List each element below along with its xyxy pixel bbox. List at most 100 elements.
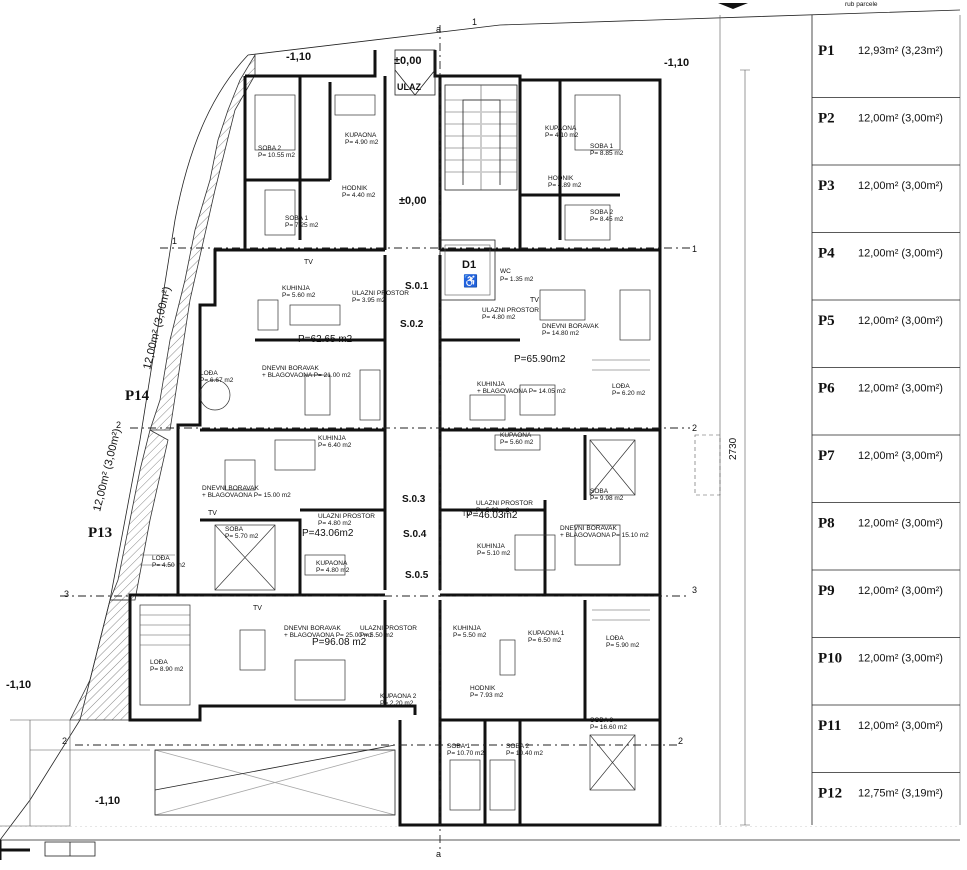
room-area: P= 5.60 m2 [282,292,316,299]
axis-a-top: a [436,24,441,34]
parking-area: 12,00m² (3,00m²) [858,113,943,125]
room-name: DNEVNI BORAVAK [284,625,341,632]
room-name: DNEVNI BORAVAK [262,365,319,372]
room-name: ULAZNI PROSTOR [352,290,409,297]
parking-area: 12,00m² (3,00m²) [858,585,943,597]
room-area: P= 5.10 m2 [477,550,511,557]
parking-dividers [812,97,960,773]
section-2-left: 2 [62,736,67,746]
grid-left-1: 1 [172,236,177,246]
room-area: P= 7.93 m2 [470,692,504,699]
room-name: KUHINJA [282,285,310,292]
room-name: ULAZNI PROSTOR [360,625,417,632]
parking-column [694,3,961,826]
room-area: P= 3.95 m2 [352,297,386,304]
room-area: P= 5.50 m2 [453,632,487,639]
parking-id: P2 [818,111,835,127]
parking-area: 12,00m² (3,00m²) [858,518,943,530]
room-area: P= 5.90 m2 [476,507,510,514]
parking-area: 12,75m² (3,19m²) [858,788,943,800]
grid-left-2: 2 [116,420,121,430]
parcel-boundary-label: rub parcele [845,1,878,8]
d1-label: D1 [462,259,476,271]
room-name: DNEVNI BORAVAK [202,485,259,492]
room-area: + BLAGOVAONA P= 15.10 m2 [560,532,649,539]
grid-right-1: 1 [692,244,697,254]
room-area: P= 4.80 m2 [482,314,516,321]
parking-id: P3 [818,178,835,194]
room-name: KUHINJA [453,625,481,632]
axis-1-marker: 1 [472,17,477,27]
tv-label: TV [530,297,539,304]
apartment-totals: P=62.65 m2P=65.90m2P=43.06m2P=46.03m2P=9… [298,334,566,648]
dimension-total: 2730 [728,437,739,460]
room-name: DNEVNI BORAVAK [542,323,599,330]
sloped-terrain [0,53,256,857]
level-entry: ±0,00 [394,55,421,67]
room-name: LOĐA [200,370,218,377]
level-ne: -1,10 [664,57,689,69]
room-name: SOBA 2 [506,743,530,750]
d1-wc-name: WC [500,268,511,275]
parking-area: 12,00m² (3,00m²) [858,315,943,327]
grid-right-2: 2 [692,423,697,433]
accessible-icon: ♿ [463,274,478,288]
parking-id: P5 [818,313,835,329]
room-area: P= 10.55 m2 [258,152,295,159]
room-area: P= 10.40 m2 [506,750,543,757]
grid-left-3: 3 [64,589,69,599]
room-name: KUPAONA [316,560,348,567]
room-name: DNEVNI BORAVAK [560,525,617,532]
room-name: SOBA [225,526,244,533]
room-area: + BLAGOVAONA P= 25.00 m2 [284,632,373,639]
room-area: P= 4.40 m2 [342,192,376,199]
space-s04: S.0.4 [403,529,427,540]
parking-id: P14 [125,388,150,404]
parking-area: 12,00m² (3,00m²) [858,248,943,260]
room-name: KUHINJA [477,543,505,550]
site-boundary [0,9,961,860]
apartment-total: P=96.08 m2 [312,637,367,648]
site-labels: rub parcele a a 1 -1,10 -1,10 ±0,00 ±0,0… [6,1,878,859]
parking-id: P9 [818,583,835,599]
room-name: SOBA 2 [258,145,282,152]
level-garage: -1,10 [95,795,120,807]
room-area: P= 16.60 m2 [590,724,627,731]
parking-id: P6 [818,381,835,397]
room-name: KUHINJA [318,435,346,442]
room-name: HODNIK [342,185,368,192]
parking-id: P7 [818,448,835,464]
room-name: LOĐA [612,383,630,390]
parking-id: P11 [818,718,841,734]
parking-area: 12,00m² (3,00m²) [858,450,943,462]
room-name: ULAZNI PROSTOR [482,307,539,314]
room-area: P= 5.70 m2 [225,533,259,540]
room-area: P= 4.80 m2 [318,520,352,527]
parking-area: 12,93m² (3,23m²) [858,45,943,57]
room-name: LOĐA [152,555,170,562]
common-space-labels: S.0.1 S.0.2 S.0.3 S.0.4 S.0.5 D1 ♿ WC P=… [400,259,534,581]
room-name: ULAZNI PROSTOR [476,500,533,507]
room-area: P= 4.50 m2 [152,562,186,569]
tv-label: TV [208,510,217,517]
furniture [139,94,651,811]
tv-label: TV [304,259,313,266]
room-name: SOBA 3 [590,717,614,724]
room-area: P= 4.80 m2 [316,567,350,574]
room-name: SOBA [590,488,609,495]
room-name: KUHINJA [477,381,505,388]
space-s01: S.0.1 [405,281,429,292]
room-area: P= 6.67 m2 [200,377,234,384]
room-name: HODNIK [548,175,574,182]
room-area: P= 5.60 m2 [500,439,534,446]
parking-id: P10 [818,651,842,667]
room-area: + BLAGOVAONA P= 21.00 m2 [262,372,351,379]
room-area: + BLAGOVAONA P= 14.05 m2 [477,388,566,395]
entrance-label: ULAZ [397,82,421,92]
apartment-total: P=43.06m2 [302,528,354,539]
room-area: P= 2.20 m2 [380,700,414,707]
parking-id: P8 [818,516,835,532]
